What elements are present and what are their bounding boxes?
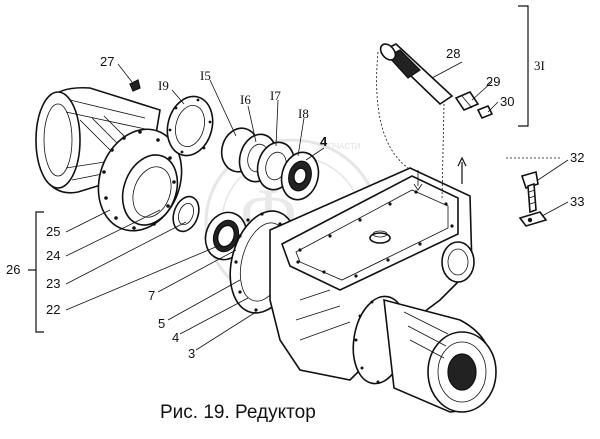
leader-lines bbox=[28, 61, 569, 351]
nut-29 bbox=[454, 91, 480, 111]
label-29: 29 bbox=[486, 74, 500, 89]
label-19: I9 bbox=[158, 78, 169, 93]
part-labels: 27 I9 I5 I6 I7 I8 4 28 29 30 3I 32 33 25… bbox=[6, 46, 584, 361]
label-16: I6 bbox=[240, 92, 251, 107]
label-4-top: 4 bbox=[320, 134, 328, 149]
label-7: 7 bbox=[148, 288, 155, 303]
seal-ring-23 bbox=[172, 195, 200, 233]
screw-27 bbox=[129, 79, 141, 92]
watermark-text: ЗАПЧАСТИ bbox=[318, 142, 361, 151]
gearbox-housing bbox=[229, 167, 475, 381]
label-4: 4 bbox=[172, 330, 179, 345]
label-25: 25 bbox=[46, 224, 60, 239]
label-24: 24 bbox=[46, 248, 60, 263]
label-5: 5 bbox=[158, 316, 165, 331]
label-31: 3I bbox=[534, 58, 545, 73]
hub-flange-assembly bbox=[35, 86, 183, 232]
figure-caption: Рис. 19. Редуктор bbox=[160, 402, 316, 423]
bracket-31 bbox=[518, 5, 529, 127]
bearing-stack bbox=[220, 127, 320, 201]
label-22: 22 bbox=[46, 302, 60, 317]
label-30: 30 bbox=[500, 94, 514, 109]
label-18: I8 bbox=[298, 106, 309, 121]
output-drum bbox=[352, 295, 497, 413]
label-32: 32 bbox=[570, 150, 584, 165]
washer-33 bbox=[518, 211, 548, 227]
label-26: 26 bbox=[6, 262, 20, 277]
bolt-28 bbox=[379, 43, 454, 106]
label-17: I7 bbox=[270, 88, 281, 103]
label-27: 27 bbox=[100, 54, 114, 69]
gasket-19 bbox=[166, 95, 214, 157]
label-15: I5 bbox=[200, 68, 211, 83]
label-3: 3 bbox=[188, 346, 195, 361]
label-33: 33 bbox=[570, 194, 584, 209]
bolt-32 bbox=[520, 170, 539, 214]
pin-30 bbox=[476, 104, 494, 120]
flange-bolt-holes bbox=[102, 130, 176, 230]
label-28: 28 bbox=[446, 46, 460, 61]
label-23: 23 bbox=[46, 276, 60, 291]
